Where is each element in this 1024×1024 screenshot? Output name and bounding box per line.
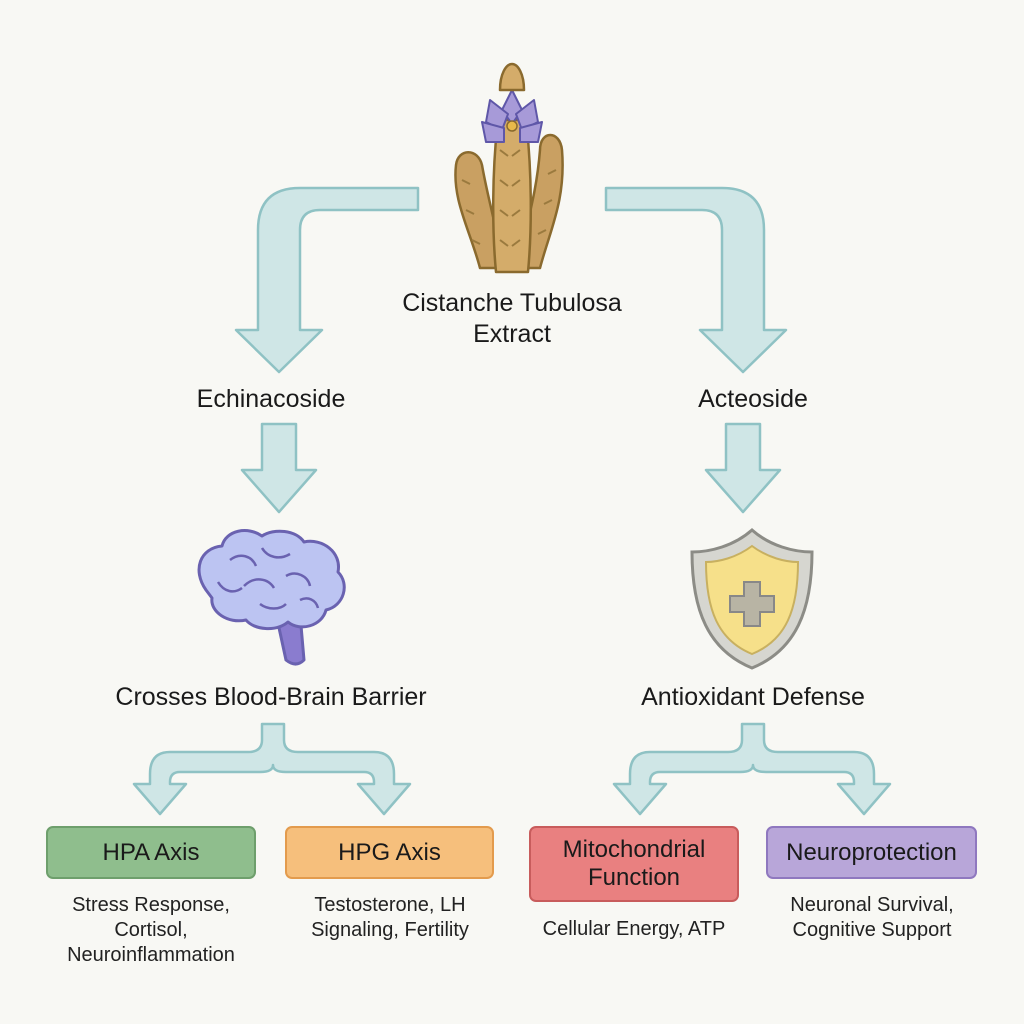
description-line: Neuroinflammation	[67, 944, 235, 966]
outcome-description-hpa-axis: Stress Response, Cortisol, Neuroinflamma…	[31, 893, 271, 968]
outcome-title-hpg-axis: HPG Axis	[338, 838, 441, 866]
outcome-box-neuroprotection: Neuroprotection	[766, 826, 977, 879]
description-line: Testosterone, LH	[314, 894, 466, 916]
compound-echinacoside: Echinacoside	[196, 385, 346, 413]
description-line: Cellular Energy, ATP	[542, 918, 726, 940]
description-line: Cortisol,	[114, 919, 188, 941]
source-label: Cistanche Tubulosa Extract	[362, 288, 662, 351]
description-line: Stress Response,	[72, 894, 230, 916]
arrow-acteoside-to-shield	[704, 422, 782, 514]
cistanche-plant-icon	[454, 62, 564, 274]
outcome-title-mitochondrial-line1: Mitochondrial	[562, 836, 706, 864]
source-label-line1: Cistanche Tubulosa	[402, 289, 622, 317]
arrow-echinacoside-to-brain	[240, 422, 318, 514]
outcome-title-hpa-axis: HPA Axis	[102, 838, 200, 866]
source-label-line2: Extract	[473, 320, 551, 349]
outcome-title-mitochondrial-line2: Function	[587, 864, 681, 891]
outcome-box-mitochondrial-function: Mitochondrial Function	[529, 826, 739, 902]
arrow-source-to-echinacoside	[234, 186, 420, 374]
outcome-description-neuroprotection: Neuronal Survival, Cognitive Support	[752, 893, 992, 943]
brain-icon	[197, 529, 346, 666]
effect-antioxidant-defense: Antioxidant Defense	[641, 683, 865, 711]
description-line: Cognitive Support	[792, 919, 952, 941]
effect-blood-brain-barrier: Crosses Blood-Brain Barrier	[115, 683, 427, 711]
arrow-split-left	[132, 722, 412, 816]
outcome-title-neuroprotection: Neuroprotection	[786, 838, 957, 866]
description-line: Neuronal Survival,	[790, 894, 954, 916]
outcome-box-hpg-axis: HPG Axis	[285, 826, 494, 879]
description-line: Signaling, Fertility	[311, 919, 469, 941]
shield-plus-icon	[690, 527, 814, 670]
outcome-description-mitochondrial-function: Cellular Energy, ATP	[514, 917, 754, 942]
arrow-split-right	[612, 722, 892, 816]
arrow-source-to-acteoside	[604, 186, 788, 374]
compound-acteoside: Acteoside	[698, 385, 808, 413]
outcome-description-hpg-axis: Testosterone, LH Signaling, Fertility	[270, 893, 510, 943]
outcome-box-hpa-axis: HPA Axis	[46, 826, 256, 879]
